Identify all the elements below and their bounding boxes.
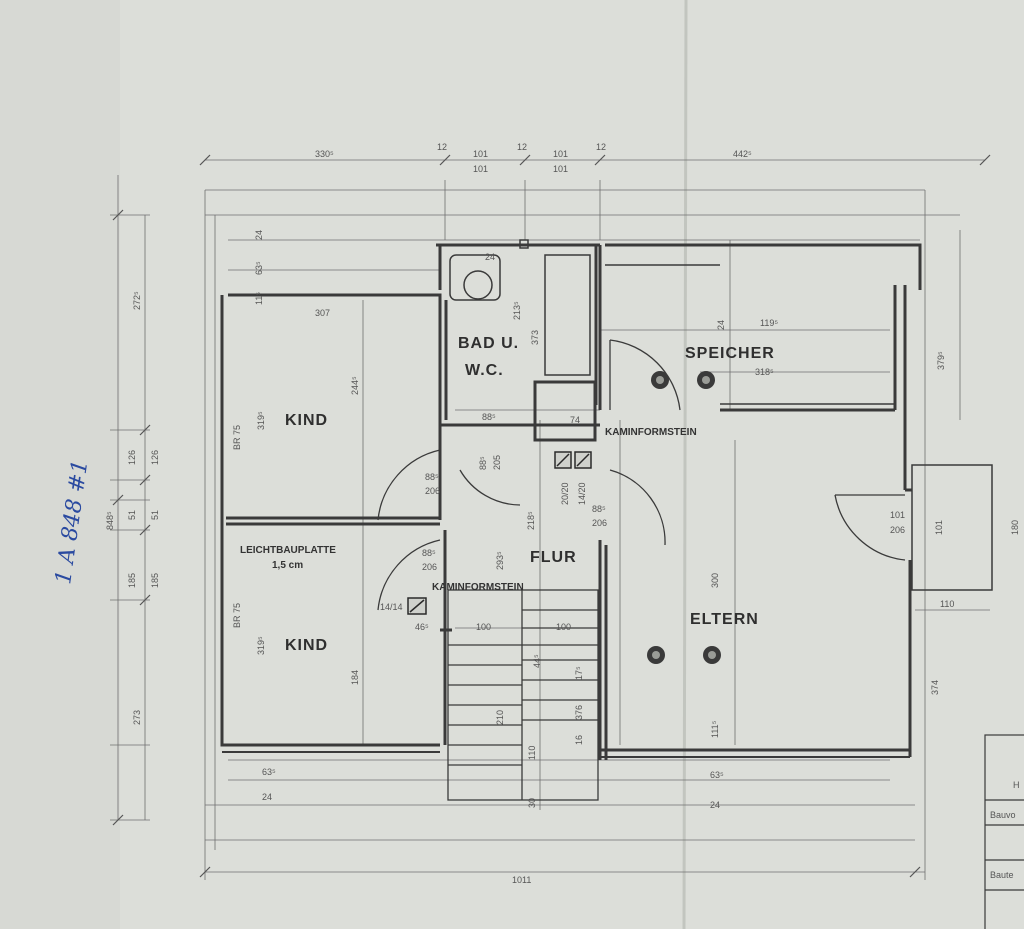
chimney-flues — [407, 451, 592, 615]
dim-stair-100a: 100 — [476, 622, 491, 632]
dim-eltern-1115: 111⁵ — [710, 720, 720, 738]
dim-left-51b: 51 — [150, 510, 160, 520]
dim-bad-24: 24 — [485, 252, 495, 262]
dim-eltern-300: 300 — [710, 573, 720, 588]
dim-left-51a: 51 — [127, 510, 137, 520]
dim-kind-inner-top: 244⁵ — [350, 376, 360, 395]
dim-stair-210: 210 — [495, 710, 505, 725]
dim-bad-885: 88⁵ — [482, 412, 496, 422]
note-leichtbauplatte-size: 1,5 cm — [272, 560, 303, 571]
dim-kind-height-top: 319⁵ — [256, 411, 266, 430]
dim-stair-445: 44⁵ — [532, 654, 542, 668]
dim-door-kind-a-h: 206 — [425, 486, 440, 496]
dim-eltern-right: 180 — [1010, 520, 1020, 535]
dim-left-total: 848⁵ — [105, 511, 115, 530]
dim-top-12c: 12 — [596, 142, 606, 152]
dim-top-right: 442⁵ — [733, 149, 752, 159]
dim-br-75a: BR 75 — [232, 425, 242, 450]
title-block-line3: Baute — [990, 870, 1014, 880]
dim-stair-110: 110 — [527, 746, 537, 760]
room-label-bad-line2: W.C. — [465, 362, 504, 379]
room-label-eltern: ELTERN — [690, 611, 759, 628]
dim-stair-175: 17⁵ — [574, 666, 584, 680]
dim-kamin-465: 46⁵ — [415, 622, 429, 632]
dim-br-75b: BR 75 — [232, 603, 242, 628]
dim-kamin-1414: 14/14 — [380, 602, 403, 612]
note-kaminformstein-upper: KAMINFORMSTEIN — [605, 427, 697, 438]
dim-bottom-24b: 24 — [710, 800, 720, 810]
room-label-speicher: SPEICHER — [685, 345, 775, 362]
dim-left-185a: 185 — [127, 573, 137, 588]
dim-flur-2185: 218⁵ — [526, 511, 536, 530]
dim-top-101b: 101 — [553, 149, 568, 159]
dim-speicher-1195: 119⁵ — [760, 318, 778, 328]
dim-stair-376: 376 — [574, 705, 584, 720]
walls — [220, 243, 993, 760]
dim-eltern-101: 101 — [934, 520, 944, 535]
dim-top-115: 11⁵ — [254, 292, 264, 305]
dim-kamin-2020: 20/20 — [560, 482, 570, 505]
dim-top-12b: 12 — [517, 142, 527, 152]
dim-left-126a: 126 — [127, 450, 137, 465]
dim-door-kind-b-h: 206 — [422, 562, 437, 572]
dim-bottom-635b: 63⁵ — [710, 770, 724, 780]
dim-left-273: 273 — [132, 710, 142, 725]
dim-top-12a: 12 — [437, 142, 447, 152]
dim-door-bad: 88⁵ — [478, 456, 488, 470]
dim-eltern-110: 110 — [940, 599, 954, 609]
dim-kamin-1420: 14/20 — [577, 482, 587, 505]
door-swings — [377, 339, 906, 611]
dim-bottom-635a: 63⁵ — [262, 767, 276, 777]
dim-bottom-total: 1011 — [512, 875, 531, 885]
dim-left-185b: 185 — [150, 573, 160, 588]
dim-speicher-24: 24 — [716, 320, 726, 330]
dim-top-24a: 24 — [254, 230, 264, 240]
dim-speicher-3795: 379⁵ — [936, 351, 946, 370]
dim-top-101a-b: 101 — [473, 164, 488, 174]
paper-fold-line — [682, 0, 688, 929]
title-block-line2: Bauvo — [990, 810, 1016, 820]
dim-stair-100b: 100 — [556, 622, 571, 632]
dim-kind-width: 307 — [315, 308, 330, 318]
dim-kind-height-bottom: 319⁵ — [256, 636, 266, 655]
dim-top-101a: 101 — [473, 149, 488, 159]
dim-bad-2135: 213⁵ — [512, 301, 522, 320]
title-block-line1: H — [1013, 780, 1020, 790]
paper-shade-left — [0, 0, 120, 929]
dim-flur-2935: 293⁵ — [495, 551, 505, 570]
title-block — [984, 734, 1024, 929]
room-label-flur: FLUR — [530, 549, 577, 566]
dim-bad-373: 373 — [530, 330, 540, 345]
dim-top-635: 63⁵ — [254, 261, 264, 275]
staircase — [447, 589, 599, 801]
dim-door-kind-a: 88⁵ — [425, 472, 439, 482]
dim-door-kind-b: 88⁵ — [422, 548, 436, 558]
dim-left-126b: 126 — [150, 450, 160, 465]
bathroom-fixtures — [449, 239, 591, 376]
punch-holes — [647, 371, 721, 664]
dim-stair-30: 30 — [527, 798, 537, 808]
room-label-bad-line1: BAD U. — [458, 335, 519, 352]
dim-top-left: 330⁵ — [315, 149, 334, 159]
dim-door-flur-h: 206 — [592, 518, 607, 528]
dimension-ticks — [112, 154, 991, 878]
note-leichtbauplatte: LEICHTBAUPLATTE — [240, 545, 336, 556]
dim-door-flur: 88⁵ — [592, 504, 606, 514]
dim-door-eltern: 101 — [890, 510, 905, 520]
note-kaminformstein-lower: KAMINFORMSTEIN — [432, 582, 524, 593]
dim-left-2725: 272⁵ — [132, 291, 142, 310]
dim-speicher-3185: 318⁵ — [755, 367, 774, 377]
dim-top-101b-b: 101 — [553, 164, 568, 174]
room-label-kind-bottom: KIND — [285, 637, 328, 654]
dim-bottom-24a: 24 — [262, 792, 272, 802]
dim-kamin-74: 74 — [570, 415, 580, 425]
dim-kind-inner-bottom: 184 — [350, 670, 360, 685]
dim-eltern-374: 374 — [930, 680, 940, 695]
dim-door-eltern-h: 206 — [890, 525, 905, 535]
dim-door-bad-h: 205 — [492, 455, 502, 470]
room-label-kind-top: KIND — [285, 412, 328, 429]
dim-stair-16: 16 — [574, 735, 584, 745]
